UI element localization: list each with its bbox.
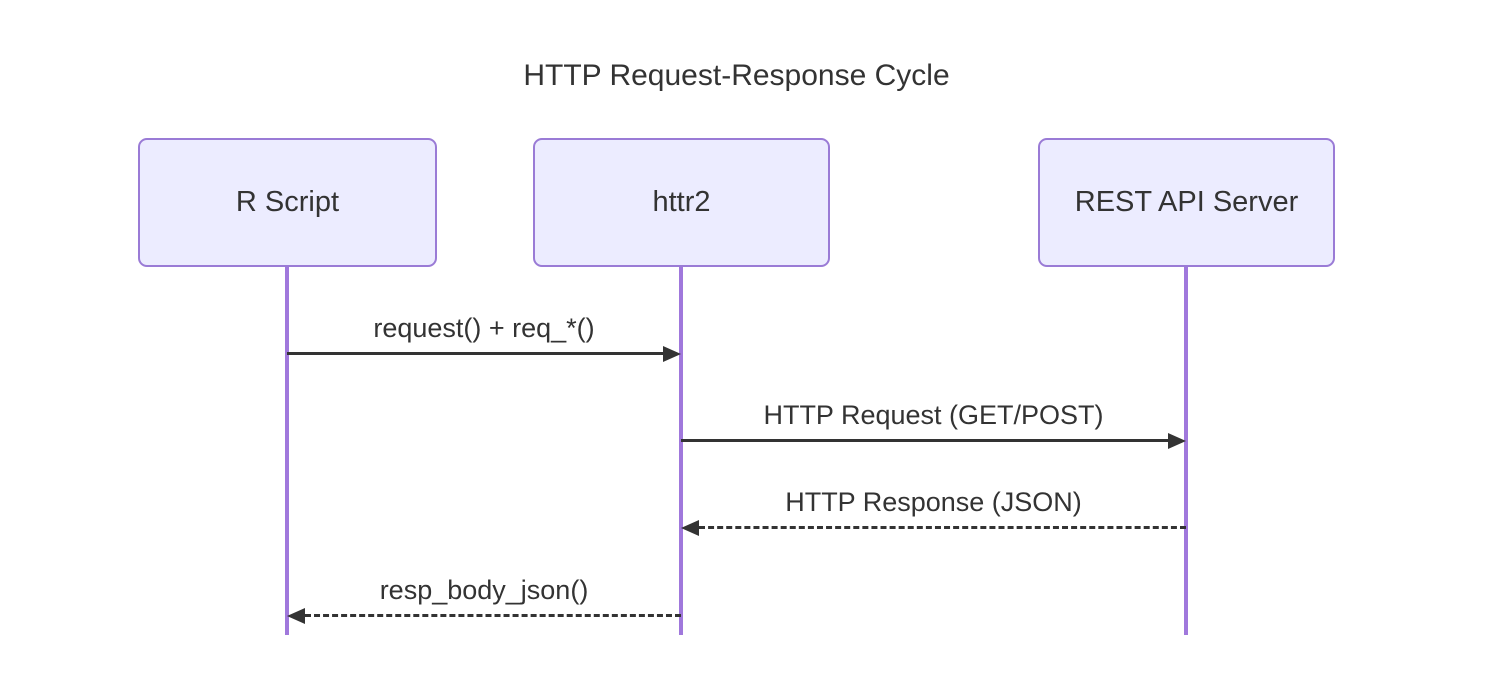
message-label-resp-body-json: resp_body_json() — [379, 575, 589, 605]
lifeline-httr2 — [679, 267, 683, 635]
message-line-resp-body-json — [305, 614, 681, 617]
message-line-http-response — [699, 526, 1186, 529]
participant-box-httr2: httr2 — [533, 138, 830, 267]
participant-box-r-script: R Script — [138, 138, 437, 267]
lifeline-r-script — [285, 267, 289, 635]
arrowhead-left-icon — [681, 520, 699, 536]
participant-label-r-script: R Script — [235, 186, 340, 218]
message-line-request — [287, 352, 663, 355]
message-line-http-request — [681, 439, 1168, 442]
diagram-title: HTTP Request-Response Cycle — [523, 59, 950, 92]
participant-label-httr2: httr2 — [652, 186, 711, 218]
participant-box-rest-api-server: REST API Server — [1038, 138, 1335, 267]
message-label-request: request() + req_*() — [373, 313, 595, 343]
message-label-http-response: HTTP Response (JSON) — [785, 487, 1082, 517]
arrowhead-right-icon — [1168, 433, 1186, 449]
participant-label-rest-api-server: REST API Server — [1074, 186, 1299, 218]
lifeline-rest-api-server — [1184, 267, 1188, 635]
message-label-http-request: HTTP Request (GET/POST) — [763, 400, 1104, 430]
arrowhead-right-icon — [663, 346, 681, 362]
arrowhead-left-icon — [287, 608, 305, 624]
